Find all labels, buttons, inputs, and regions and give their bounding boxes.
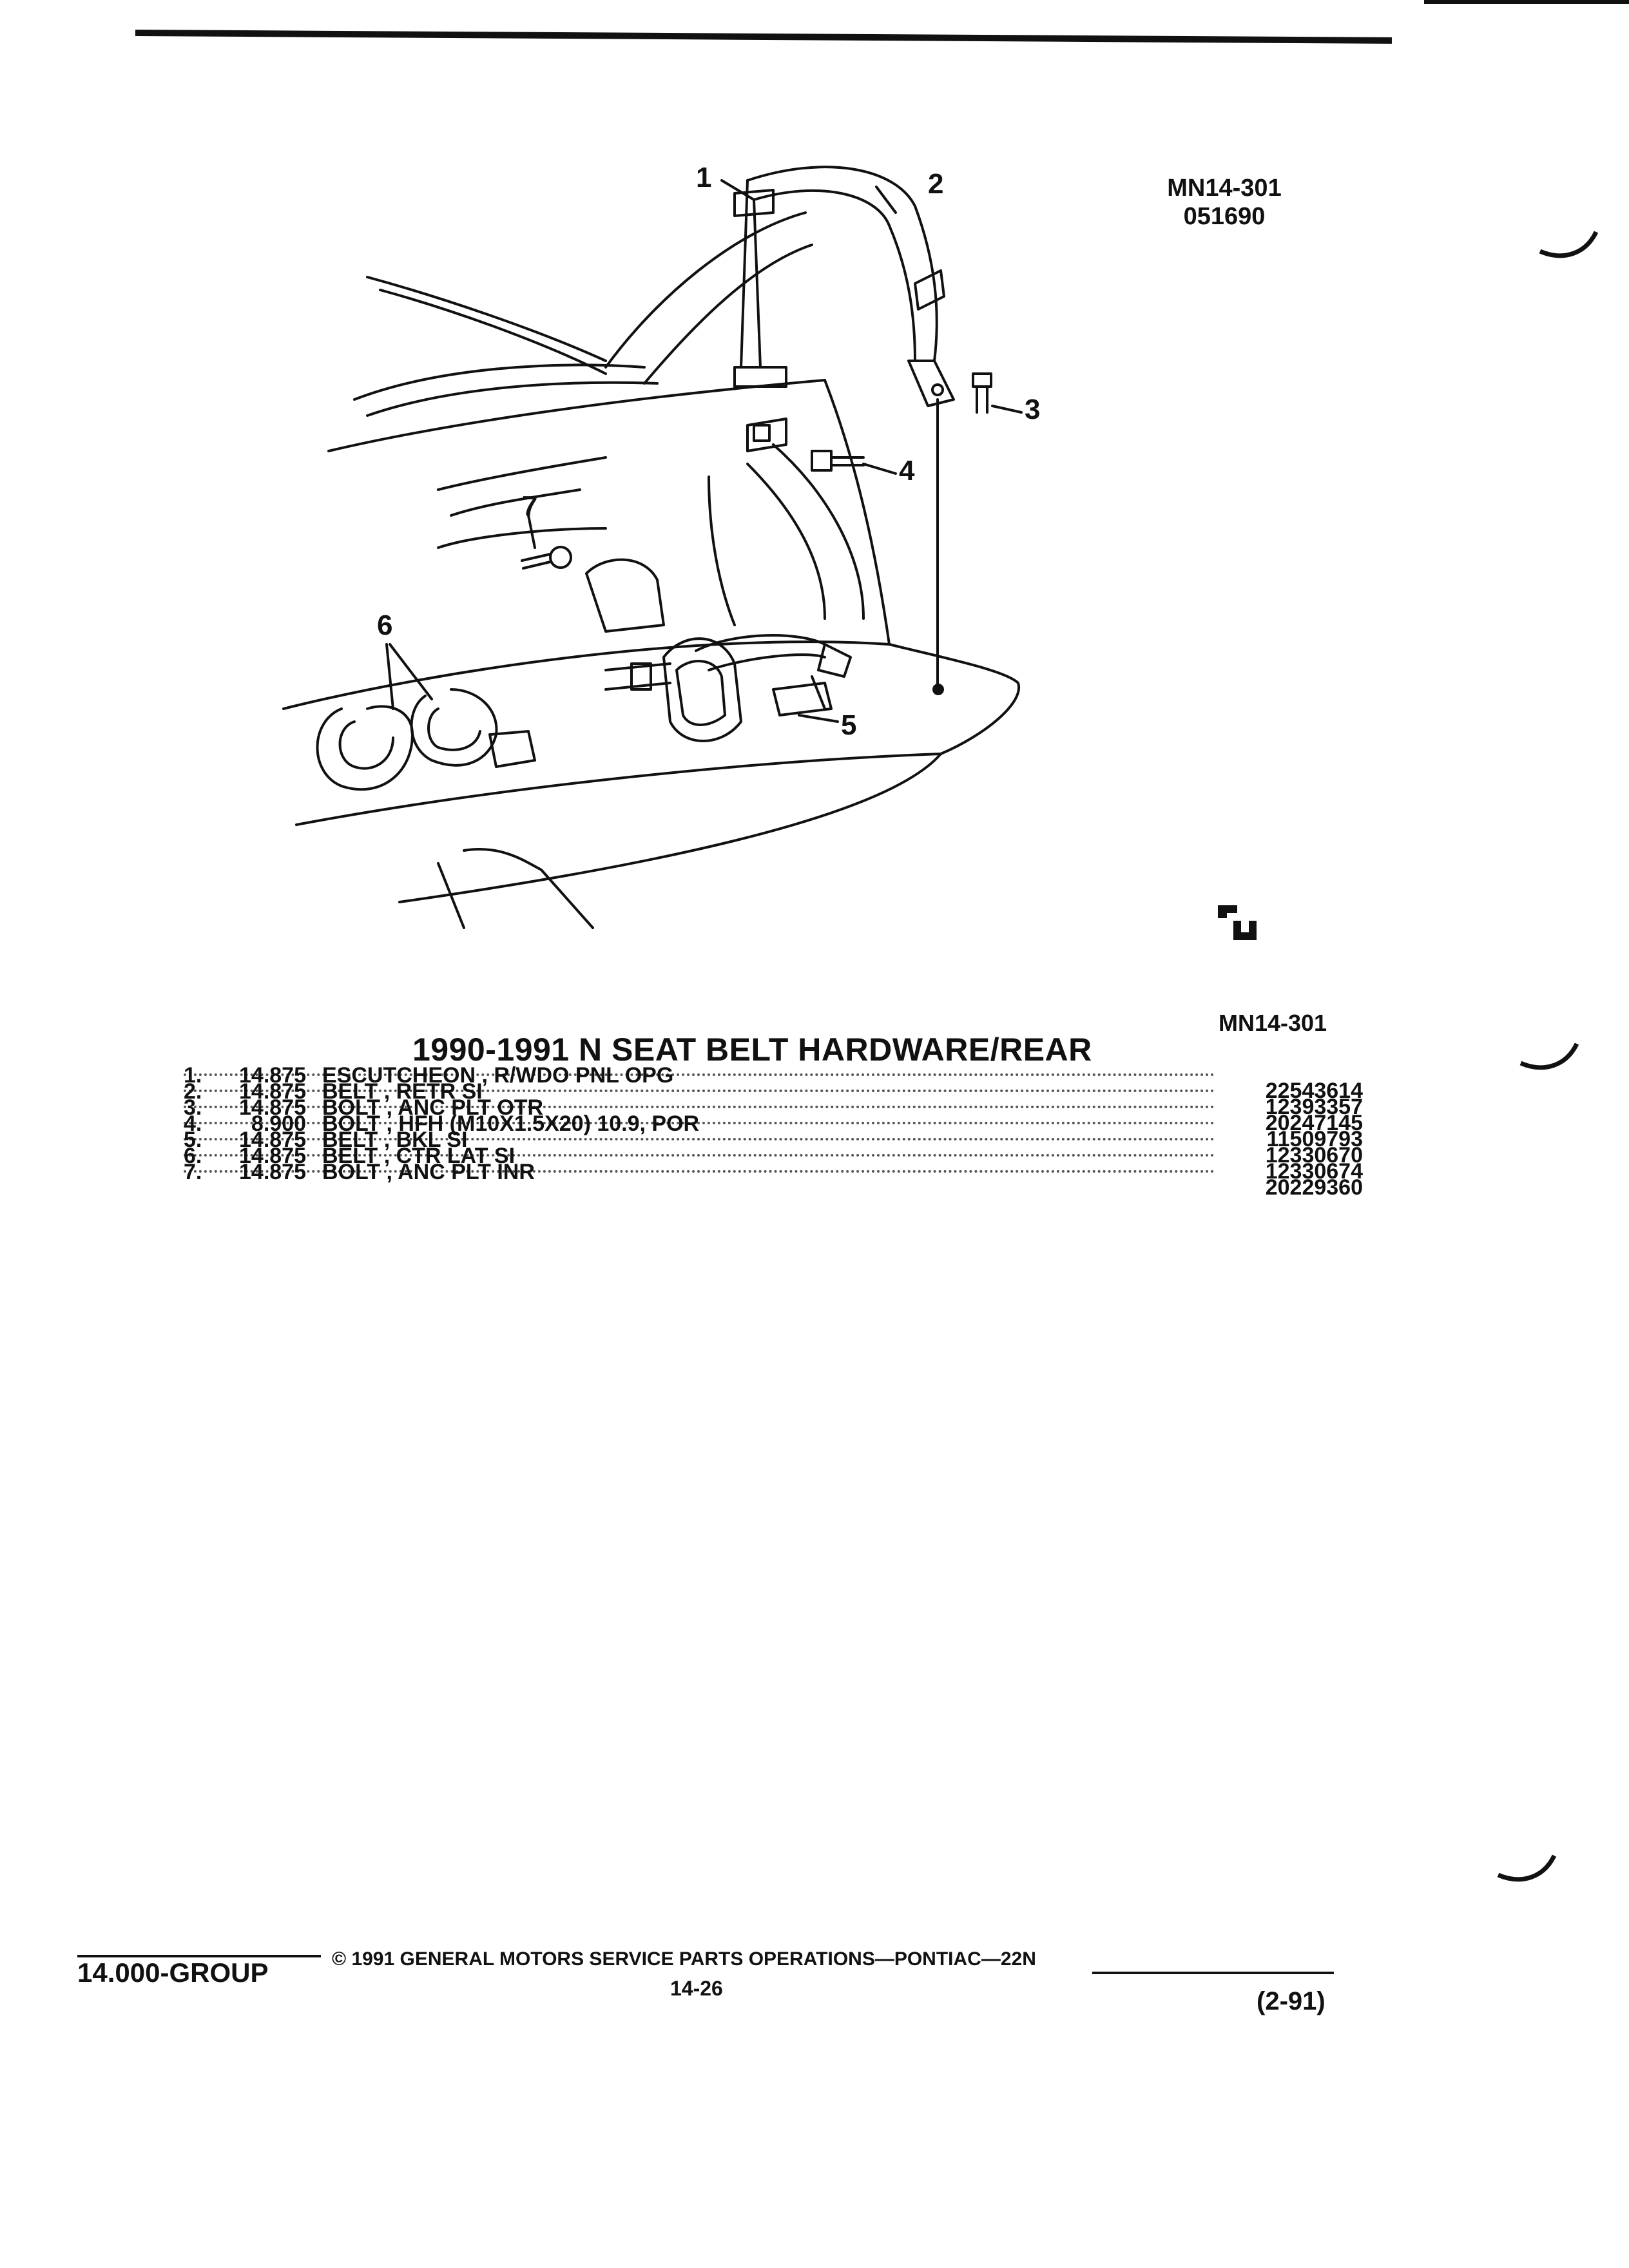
part-description: ESCUTCHEON , R/WDO PNL OPG — [322, 1063, 674, 1088]
part-row: 4. 8.900 BOLT , HFH (M10X1.5X20) 10.9, P… — [184, 1113, 1363, 1150]
part-qty: 14.875 — [239, 1128, 306, 1152]
part-row: 1. 14.875 ESCUTCHEON , R/WDO PNL OPG 225… — [184, 1064, 1363, 1102]
part-number: 20229360 — [1265, 1175, 1363, 1200]
part-number-index: 5. — [184, 1128, 202, 1152]
part-qty: 14.875 — [239, 1160, 306, 1184]
part-qty: 14.875 — [239, 1095, 306, 1120]
part-row: 3. 14.875 BOLT , ANC PLT OTR 20247145 — [184, 1097, 1363, 1134]
illustration-code: MN14-301 — [1167, 175, 1282, 202]
part-number: 12330670 — [1265, 1143, 1363, 1168]
part-qty: 14.875 — [239, 1144, 306, 1168]
callout-7: 7 — [522, 490, 537, 522]
punch-mark-1 — [1539, 231, 1599, 258]
part-row: 2. 14.875 BELT , RETR SI 12393357 — [184, 1081, 1363, 1118]
part-number-index: 3. — [184, 1095, 202, 1120]
footer-rule-right — [1092, 1972, 1334, 1974]
list-code: MN14-301 — [1218, 1010, 1327, 1036]
seat-belt-exploded-diagram: 1 2 3 4 5 6 7 — [282, 162, 1040, 929]
part-qty: 8.900 — [251, 1111, 306, 1136]
callout-5: 5 — [841, 709, 856, 741]
part-row: 5. 14.875 BELT , BKL SI 12330670 — [184, 1129, 1363, 1166]
buckle-5 — [585, 558, 852, 742]
illustration-date: 051690 — [1183, 203, 1266, 230]
bolt-4 — [811, 450, 865, 472]
top-right-rule — [1424, 0, 1629, 4]
part-row: 6. 14.875 BELT , CTR LAT SI 12330674 — [184, 1145, 1363, 1182]
page-number: 14-26 — [670, 1977, 723, 2000]
callout-4: 4 — [899, 455, 915, 486]
punch-mark-2 — [1519, 1043, 1579, 1070]
lap-belt-6 — [316, 662, 671, 791]
part-description: BOLT , HFH (M10X1.5X20) 10.9, POR — [322, 1111, 700, 1136]
footer-copyright: © 1991 GENERAL MOTORS SERVICE PARTS OPER… — [332, 1948, 1036, 1970]
callout-3: 3 — [1025, 394, 1040, 425]
part-number-index: 4. — [184, 1111, 202, 1136]
footer-group: 14.000-GROUP — [77, 1957, 269, 1988]
part-number-index: 7. — [184, 1160, 202, 1184]
section-title: 1990-1991 N SEAT BELT HARDWARE/REAR — [412, 1032, 1092, 1068]
part-description: BOLT , ANC PLT OTR — [322, 1095, 544, 1120]
parts-list: 1. 14.875 ESCUTCHEON , R/WDO PNL OPG 225… — [184, 1064, 1363, 1198]
top-rule — [135, 30, 1392, 44]
footer-rule-left — [77, 1955, 321, 1957]
part-number-index: 6. — [184, 1144, 202, 1168]
callout-1: 1 — [696, 162, 711, 193]
part-row: 7. 14.875 BOLT , ANC PLT INR 20229360 — [184, 1161, 1363, 1198]
part-number: 22543614 — [1265, 1079, 1363, 1103]
gm-parts-logo-icon — [1218, 905, 1257, 940]
shoulder-belt — [733, 166, 955, 407]
part-qty: 14.875 — [239, 1079, 306, 1104]
car-body-outline — [282, 211, 1021, 929]
leader-lines — [385, 179, 1023, 723]
part-number: 20247145 — [1265, 1111, 1363, 1135]
part-description: BELT , BKL SI — [322, 1128, 468, 1152]
callout-2: 2 — [928, 168, 943, 200]
part-number: 12330674 — [1265, 1159, 1363, 1184]
bolt-3 — [972, 372, 992, 414]
part-number: 12393357 — [1265, 1095, 1363, 1119]
part-description: BELT , CTR LAT SI — [322, 1144, 516, 1168]
callout-6: 6 — [377, 610, 392, 641]
part-qty: 14.875 — [239, 1063, 306, 1088]
part-number: 11509793 — [1266, 1127, 1363, 1151]
part-description: BELT , RETR SI — [322, 1079, 483, 1104]
punch-mark-3 — [1497, 1854, 1557, 1882]
part-number-index: 1. — [184, 1063, 202, 1088]
bolt-7 — [521, 546, 572, 570]
part-description: BOLT , ANC PLT INR — [322, 1160, 535, 1184]
part-number-index: 2. — [184, 1079, 202, 1104]
revision-code: (2-91) — [1257, 1987, 1325, 2015]
